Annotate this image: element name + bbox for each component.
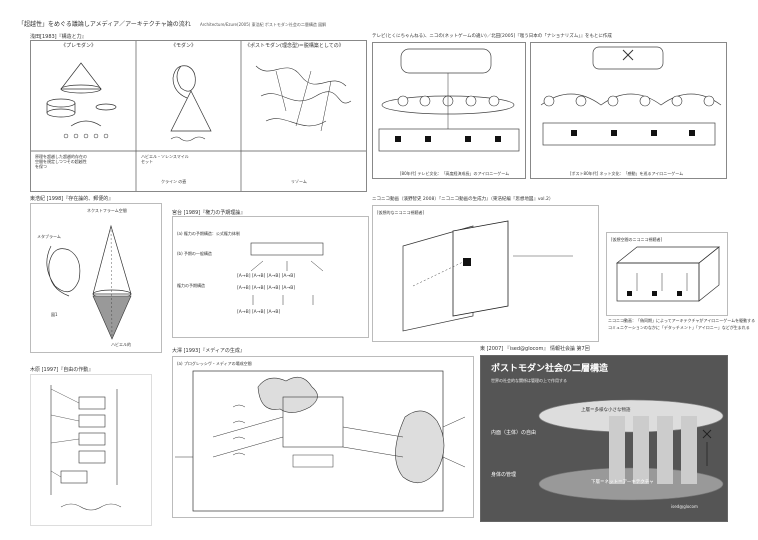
label-figure1: 図1 [51, 312, 58, 317]
pm-inner-label: 内面（主体）の自由 [491, 430, 537, 436]
osawa-diagram [175, 370, 466, 512]
tv-irony-diagram [378, 48, 520, 152]
panel-tv-irony [372, 42, 526, 179]
azuma-diagram [46, 224, 132, 340]
row-premodern-text: 原理を超越した超越的存在の 空間を規定しつつその超越性 を保つ [35, 154, 87, 169]
footnote-nico-1: ニコニコ動画：「偽同期」によってアーキテクチャがアイロニーゲームを駆動する [608, 318, 756, 323]
page-subtitle: Architecture/Ezure(2005) 東浩紀 ポストモダン社会の二層… [200, 22, 327, 27]
caption-top-right: テレビ(とくにちゃんねる)、ニコの(ネットゲームの違い)／北田[2005]『嗤う… [372, 34, 612, 39]
panel-net-irony [530, 42, 727, 179]
caption-top-left: 浅田[1983]『構造と力』 [30, 34, 87, 40]
label-osawa-sub: (a) プログレッシヴ・メディアの場成空間 [177, 361, 252, 366]
label-next-frame: ネクストフラーム空間 [87, 208, 127, 213]
nico-box-diagram [616, 246, 720, 302]
pm-control-label: 身体の管理 [491, 472, 517, 478]
caption-mid-center: 宮台 [1989]『権力の予期理論』 [172, 210, 246, 216]
svg-text:[A→B] [A→B] [A→B]: [A→B] [A→B] [A→B] [237, 309, 280, 315]
page-title: 「超越性」をめぐる議論しアメディア／アーキテクチャ論の流れ [18, 21, 191, 28]
pm-upper-label: 上層＝多様な小さな物語 [581, 408, 631, 413]
col-postmodern: 《ポストモダン(理念型)＝脱構築としての》 [245, 43, 344, 49]
row-modern-text: ハビエル・ソレンスマイル セット [141, 154, 189, 164]
caption-bottom-center: 大澤 [1993]『メディアの生成』 [172, 348, 245, 354]
panel-azuma: ネクストフラーム空間 メタブラーム 図1 ハビエル的 [30, 203, 162, 353]
row-b: (b) 予期の一般構造 [177, 251, 212, 256]
net-irony-diagram [540, 46, 722, 146]
miyadai-diagram: [A→B] [A→B] [A→B] [A→B] [A→B] [A→B] [A→B… [237, 242, 324, 315]
caption-tv-80s: [80年代] テレビ文化：「高度経済成長」のアイロニーゲーム [400, 171, 510, 176]
label-nico-viewer2: [仮想空間のニコニコ視聴者] [611, 237, 663, 242]
row-c: 権力の予期構造 [177, 283, 205, 288]
svg-text:[A→B] [A→B] [A→B] [A→B]: [A→B] [A→B] [A→B] [A→B] [237, 273, 295, 279]
pm-subtitle: 世界の社会的な関係は管理の上で作用する [491, 378, 567, 383]
col-premodern: 《プレモダン》 [61, 43, 97, 49]
row-a: (a) 権力の予期構造：公式権力体制 [177, 231, 240, 236]
panel-osawa: (a) プログレッシヴ・メディアの場成空間 [172, 356, 474, 518]
label-rhizome: リゾーム [291, 179, 307, 184]
pm-footer: ised@glocom [671, 504, 698, 509]
panel-kihara [30, 374, 152, 526]
caption-bottom-right: 東 [2007] 『ised@glocom』 情報社会論 第7回 [480, 346, 590, 352]
kihara-diagram [50, 385, 122, 511]
label-klein: クライン の壺 [161, 179, 187, 184]
caption-mid-right: ニコニコ動画（濱野智史 2008）『ニコニコ動画の生成力』（東浩紀編『思想地図』… [372, 197, 554, 202]
pm-title: ポストモダン社会の二層構造 [491, 364, 609, 374]
panel-two-layer: ポストモダン社会の二層構造 世界の社会的な関係は管理の上で作用する 上層＝多様な… [480, 355, 728, 522]
caption-mid-left: 東浩紀 [1998]『存在論的、郵便的』 [30, 196, 114, 202]
nico-3d-diagram [402, 220, 573, 332]
caption-bottom-left: 木原 [1997]『自由の作動』 [30, 367, 94, 373]
col-modern: 《モダン》 [171, 43, 197, 49]
svg-text:[A→B] [A→B] [A→B] [A→B]: [A→B] [A→B] [A→B] [A→B] [237, 285, 295, 291]
panel-nico-box: [仮想空間のニコニコ視聴者] [606, 232, 728, 316]
label-nico-viewer1: [仮想的なニコニコ視聴者] [377, 210, 425, 215]
panel-asada: 《プレモダン》 《モダン》 《ポストモダン(理念型)＝脱構築としての》 原理を超… [30, 40, 367, 192]
footnote-nico-2: コミュニケーションのなかに「デタッチメント」「アイロニー」などが生まれる [608, 325, 750, 330]
pm-bottom-label: 下層＝ネット＝アーキテクチャ [591, 480, 654, 485]
label-figure2: ハビエル的 [111, 342, 131, 347]
asada-diagram [31, 41, 366, 191]
panel-nico-3d: [仮想的なニコニコ視聴者] [372, 205, 599, 342]
label-meta-frame: メタブラーム [37, 234, 61, 239]
caption-net-post80s: [ポスト80年代] ネット文化：「感動」を巡るアイロニーゲーム [570, 171, 684, 176]
two-layer-diagram [538, 399, 724, 501]
panel-miyadai: (a) 権力の予期構造：公式権力体制 (b) 予期の一般構造 権力の予期構造 [… [172, 216, 369, 338]
